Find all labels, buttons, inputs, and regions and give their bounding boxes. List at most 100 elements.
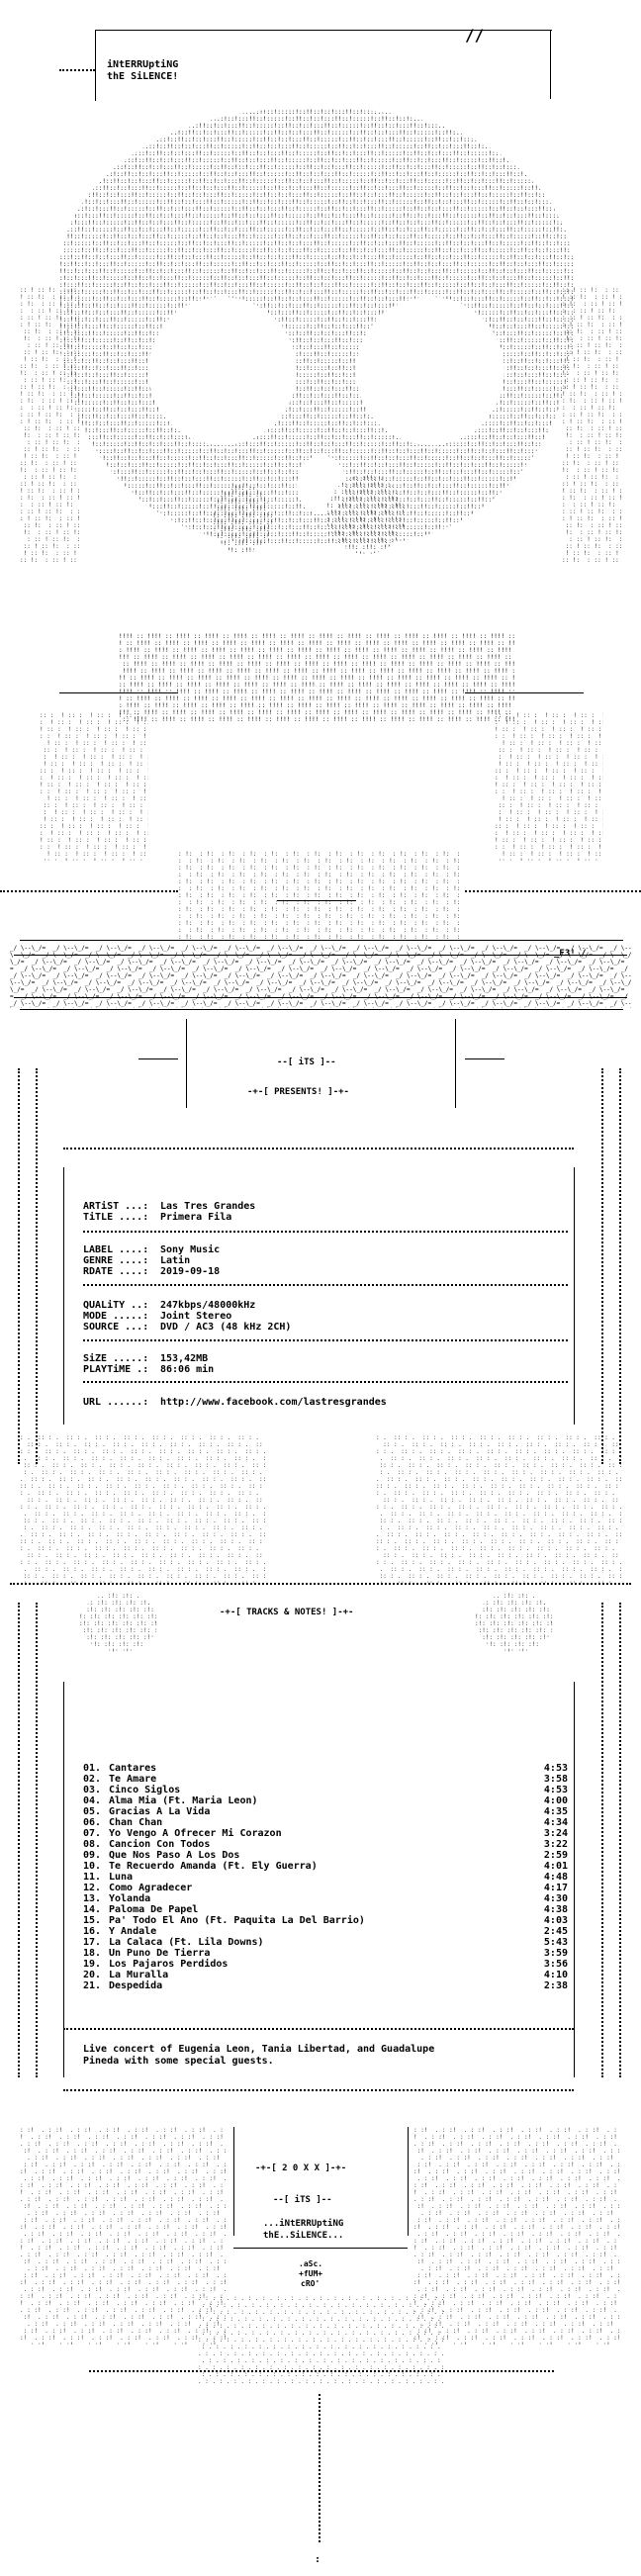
footer-box-left <box>233 2127 234 2236</box>
info-label-value: Sony Music <box>160 1244 221 1255</box>
info-genre-value: Latin <box>160 1255 191 1266</box>
tracks-frame-left-inner <box>36 1603 38 2077</box>
info-quality-key: QUALiTY ..: <box>83 1300 149 1311</box>
info-url-value[interactable]: http://www.facebook.com/lastresgrandes <box>160 1397 387 1408</box>
tracks-frame-left <box>18 1603 20 2077</box>
info-playtime-row: PLAYTiME .:86:06 min <box>83 1364 214 1375</box>
track-title: Cinco Siglos <box>109 1785 181 1795</box>
track-duration: 4:30 <box>543 1893 568 1904</box>
skull-side-right: :: ! :: !: : :: ! ! :: !: : :: ! :: : !:… <box>562 287 621 564</box>
header-slash-mark: // <box>465 26 485 45</box>
info-genre-row: GENRE ....:Latin <box>83 1255 190 1266</box>
track-duration: 5:43 <box>543 1937 568 1948</box>
skull-jaw-rule-left <box>59 692 178 693</box>
info-label-row: LABEL ....: Sony Music <box>83 1244 220 1255</box>
footer-box-right <box>408 2127 409 2236</box>
info-artist-value: Las Tres Grandes <box>160 1201 256 1212</box>
track-title: Despedida <box>109 1980 163 1991</box>
footer-year: -+-[ 2 0 X X ]-+- <box>255 2163 347 2173</box>
header-left-rule <box>95 30 96 101</box>
track-duration: 4:34 <box>543 1817 568 1828</box>
track-title: Pa' Todo El Ano (Ft. Paquita La Del Barr… <box>109 1915 365 1926</box>
banner-signature: _E3! / <box>554 949 587 959</box>
skull-jaw-left: :: : ! :: : ! :: : ! :: : ! : : ! :: : !… <box>40 712 148 861</box>
banner-bottom-rule <box>20 1009 623 1010</box>
info-divider-2 <box>83 1284 568 1286</box>
info-title-key: TiTLE ....: <box>83 1212 149 1223</box>
presents-left-rule <box>186 1019 187 1108</box>
track-duration: 2:38 <box>543 1980 568 1991</box>
header-top-rule <box>95 30 552 31</box>
info-source-row: SOURCE ...:DVD / AC3 (48 kHz 2CH) <box>83 1322 291 1333</box>
track-number: 20. <box>83 1970 102 1980</box>
tracks-frame-right-rule <box>574 1682 575 2077</box>
info-url-row: URL ......:http://www.facebook.com/lastr… <box>83 1397 387 1408</box>
info-label-key: LABEL ....: <box>83 1244 149 1255</box>
track-title: Alma Mia (Ft. Maria Leon) <box>109 1795 258 1806</box>
its-title: --[ iTS ]-- <box>277 1058 336 1067</box>
skull-jaw-rule-right <box>465 692 584 693</box>
footer-credit-1: .aSc. <box>299 2259 323 2268</box>
track-duration: 4:35 <box>543 1806 568 1817</box>
info-size-value: 153,42MB <box>160 1353 209 1364</box>
track-number: 15. <box>83 1915 102 1926</box>
skull-left-eye <box>148 297 297 445</box>
track-title: Como Agradecer <box>109 1883 193 1893</box>
track-number: 05. <box>83 1806 102 1817</box>
track-duration: 4:01 <box>543 1861 568 1872</box>
header-group-subtitle: thE SiLENCE! <box>107 71 179 82</box>
track-row: 07. Yo Vengo A Ofrecer Mi Corazon 3:24 <box>83 1828 568 1839</box>
info-mode-value: Joint Stereo <box>160 1311 232 1322</box>
banner-top-rule <box>20 940 623 941</box>
track-number: 12. <box>83 1883 102 1893</box>
track-title: Luna <box>109 1872 134 1883</box>
divider-dots <box>10 1583 631 1585</box>
track-number: 13. <box>83 1893 102 1904</box>
track-title: Los Pajaros Perdidos <box>109 1959 229 1970</box>
track-title: Y Andale <box>109 1926 157 1937</box>
track-number: 07. <box>83 1828 102 1839</box>
track-duration: 2:45 <box>543 1926 568 1937</box>
track-duration: 3:24 <box>543 1828 568 1839</box>
presents-rule-left <box>138 1058 178 1059</box>
notes-line-1: Live concert of Eugenia Leon, Tania Libe… <box>83 2044 435 2055</box>
track-title: Que Nos Paso A Los Dos <box>109 1850 240 1861</box>
divider-swirl-right: : . :: : . :: : . :: : . :: : . :: : . :… <box>376 1434 623 1583</box>
track-title: Yo Vengo A Ofrecer Mi Corazon <box>109 1828 282 1839</box>
footer-credit-3: cRO' <box>301 2279 320 2288</box>
notes-line-2: Pineda with some special guests. <box>83 2056 274 2067</box>
track-duration: 3:58 <box>543 1774 568 1785</box>
track-title: Chan Chan <box>109 1817 163 1828</box>
track-title: Un Puno De Tierra <box>109 1948 211 1959</box>
info-title-value: Primera Fila <box>160 1212 232 1223</box>
track-number: 17. <box>83 1937 102 1948</box>
track-row: 15. Pa' Todo El Ano (Ft. Paquita La Del B… <box>83 1915 568 1926</box>
info-frame-left-rule <box>63 1167 64 1425</box>
skull-nose <box>297 455 346 514</box>
skull-right-eye <box>356 297 504 445</box>
skull-base-dots <box>0 890 178 892</box>
track-number: 14. <box>83 1904 102 1915</box>
banner-logo-art: _/ \--\_/= _/ \--\_/= _/ \--\_/= _/ \--\… <box>10 945 631 1008</box>
header-dotted-rule <box>59 69 95 71</box>
info-top-dots <box>63 1148 574 1150</box>
track-title: Cantares <box>109 1763 157 1774</box>
track-duration: 4:10 <box>543 1970 568 1980</box>
track-number: 18. <box>83 1948 102 1959</box>
notes-divider <box>63 2028 574 2030</box>
tracks-frame-left-rule <box>63 1682 64 2077</box>
info-playtime-value: 86:06 min <box>160 1364 215 1375</box>
banner-rule-2 <box>14 955 627 956</box>
tracks-ornament-right: :!: :!: :!: :!: :!: :!: : :!: :!: :!: :!… <box>475 1593 554 1652</box>
track-title: Paloma De Papel <box>109 1904 199 1915</box>
